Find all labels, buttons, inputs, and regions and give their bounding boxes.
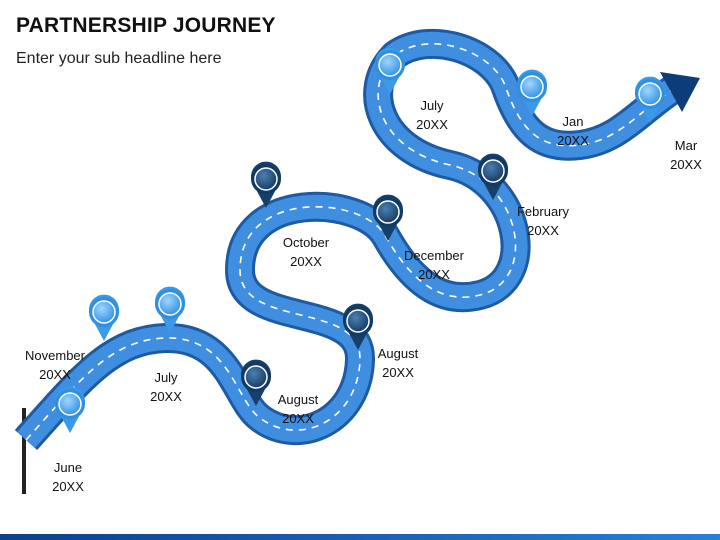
milestone-label: August 20XX	[353, 344, 443, 382]
milestone-month: July	[154, 370, 178, 385]
location-pin-icon	[375, 47, 405, 94]
milestone-month: Jan	[562, 114, 584, 129]
milestone-label: February 20XX	[498, 202, 588, 240]
milestone-month: August	[277, 392, 319, 407]
page-subtitle: Enter your sub headline here	[16, 50, 222, 67]
milestone-year: 20XX	[670, 157, 702, 172]
milestone-label: June 20XX	[23, 458, 113, 496]
location-pin-icon	[478, 153, 508, 200]
road-center-dashes	[25, 43, 676, 441]
milestone-year: 20XX	[418, 267, 450, 282]
milestone-label: Mar 20XX	[641, 136, 720, 174]
road-arrowhead	[660, 72, 700, 112]
milestone-label: December 20XX	[389, 246, 479, 284]
milestone-label: Jan 20XX	[528, 112, 618, 150]
milestone-year: 20XX	[557, 133, 589, 148]
milestone-year: 20XX	[52, 479, 84, 494]
location-pin-icon	[55, 386, 85, 433]
milestone-year: 20XX	[290, 254, 322, 269]
milestone-label: August 20XX	[253, 390, 343, 428]
milestone-year: 20XX	[527, 223, 559, 238]
location-pin-icon	[251, 161, 281, 208]
milestone-year: 20XX	[39, 367, 71, 382]
milestone-label: July 20XX	[121, 368, 211, 406]
milestone-month: February	[516, 204, 570, 219]
location-pin-icon	[89, 294, 119, 341]
milestone-month: June	[53, 460, 83, 475]
milestone-month: December	[404, 248, 464, 263]
milestone-year: 20XX	[282, 411, 314, 426]
location-pin-icon	[635, 76, 665, 123]
milestone-month: October	[282, 235, 330, 250]
location-pin-icon	[373, 194, 404, 241]
milestone-label: November 20XX	[10, 346, 100, 384]
milestone-month: November	[25, 348, 85, 363]
milestone-label: October 20XX	[261, 233, 351, 271]
page-title: PARTNERSHIP JOURNEY	[16, 14, 276, 37]
milestone-month: August	[377, 346, 419, 361]
milestone-year: 20XX	[416, 117, 448, 132]
milestone-month: July	[420, 98, 444, 113]
milestone-year: 20XX	[150, 389, 182, 404]
bottom-accent-bar	[0, 534, 720, 540]
location-pin-icon	[342, 303, 373, 350]
location-pin-icon	[155, 286, 185, 333]
start-post	[22, 408, 26, 494]
milestone-month: Mar	[674, 138, 698, 153]
milestone-label: July 20XX	[387, 96, 477, 134]
location-pin-icon	[517, 69, 547, 116]
milestone-year: 20XX	[382, 365, 414, 380]
location-pin-icon	[241, 359, 272, 406]
